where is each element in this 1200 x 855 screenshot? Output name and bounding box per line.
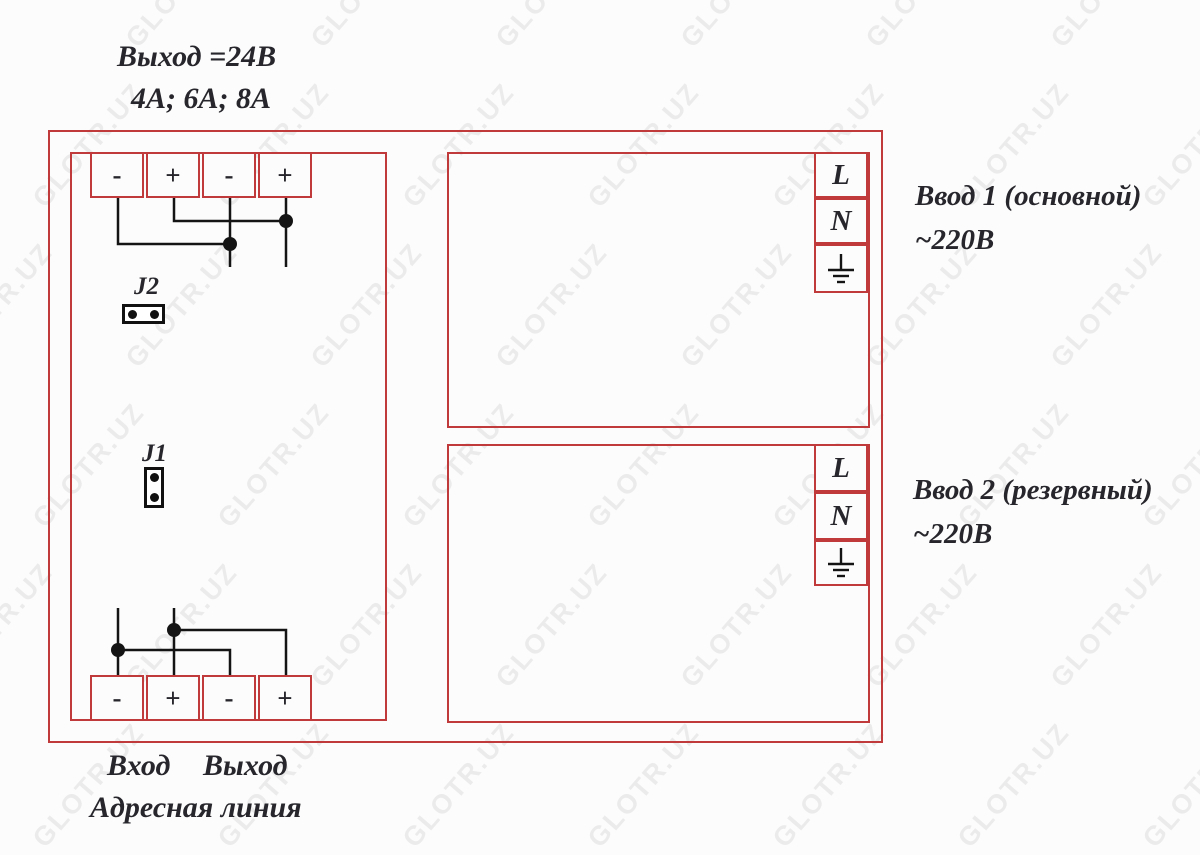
input2-name-label: Ввод 2 (резервный) xyxy=(913,474,1153,506)
terminal-label: L xyxy=(832,158,850,191)
output-current-label: 4А; 6А; 8А xyxy=(131,82,272,115)
terminal-label: - xyxy=(224,682,234,713)
junction-dot xyxy=(279,214,293,228)
terminal-label: N xyxy=(830,499,852,532)
wire-lines xyxy=(116,198,288,675)
address-line-input-label: Вход xyxy=(107,749,171,782)
junction-dot xyxy=(223,237,237,251)
address-line-label: Адресная линия xyxy=(90,791,302,824)
input2-voltage-label: ~220В xyxy=(913,518,993,550)
wire-bottom-minus-link xyxy=(118,648,232,675)
terminal-label: - xyxy=(224,159,234,190)
terminal-bottom-4-plus: + xyxy=(258,675,312,721)
junction-dot xyxy=(167,623,181,637)
terminal-label: L xyxy=(832,451,850,484)
wire-junction-dots xyxy=(111,214,293,657)
jumper-pin xyxy=(128,309,137,319)
input1-terminal-N: N xyxy=(814,198,868,244)
device-enclosure-outline xyxy=(48,130,883,743)
wire-top-plus-link xyxy=(172,198,286,223)
jumper-j1-label: J1 xyxy=(142,440,167,467)
address-line-output-label: Выход xyxy=(203,749,288,782)
junction-dot xyxy=(111,643,125,657)
ground-icon xyxy=(828,548,854,578)
terminal-label: - xyxy=(112,682,122,713)
output-voltage-label: Выход =24В xyxy=(117,40,277,73)
wire-top-minus-link xyxy=(116,198,230,246)
terminal-top-4-plus: + xyxy=(258,152,312,198)
ground-icon xyxy=(828,253,854,283)
power-input1-block-outline xyxy=(447,152,870,428)
input2-terminal-N: N xyxy=(814,492,868,540)
terminal-label: + xyxy=(277,682,293,713)
input1-voltage-label: ~220В xyxy=(915,224,995,256)
power-input2-block-outline xyxy=(447,444,870,723)
wire-bottom-plus-link xyxy=(174,628,288,675)
terminal-top-1-minus: - xyxy=(90,152,144,198)
jumper-pin xyxy=(150,309,159,319)
jumper-pin xyxy=(149,493,159,502)
terminal-label: - xyxy=(112,159,122,190)
input1-name-label: Ввод 1 (основной) xyxy=(915,180,1142,212)
terminal-label: + xyxy=(165,682,181,713)
terminal-top-3-minus: - xyxy=(202,152,256,198)
terminal-bottom-3-minus: - xyxy=(202,675,256,721)
jumper-pin xyxy=(149,473,159,482)
terminal-label: N xyxy=(830,204,852,237)
terminal-bottom-2-plus: + xyxy=(146,675,200,721)
jumper-j2-label: J2 xyxy=(134,273,159,300)
jumper-j1 xyxy=(144,467,164,508)
terminal-bottom-1-minus: - xyxy=(90,675,144,721)
input2-terminal-L: L xyxy=(814,444,868,492)
input2-terminal-earth xyxy=(814,540,868,586)
jumper-j2 xyxy=(122,304,165,324)
terminal-label: + xyxy=(165,159,181,190)
terminal-label: + xyxy=(277,159,293,190)
input1-terminal-earth xyxy=(814,244,868,293)
terminal-top-2-plus: + xyxy=(146,152,200,198)
input1-terminal-L: L xyxy=(814,152,868,198)
